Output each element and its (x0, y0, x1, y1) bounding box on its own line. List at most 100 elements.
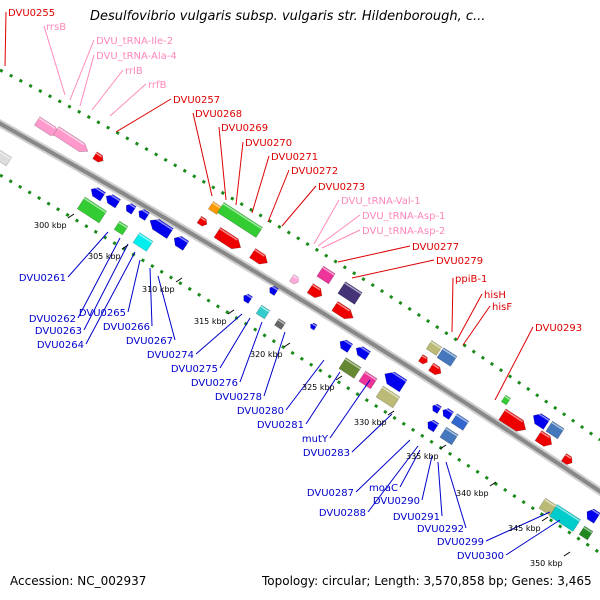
feature-block-rev[interactable] (241, 292, 253, 304)
leader-line (149, 267, 153, 327)
feature-block-rev[interactable] (425, 418, 440, 433)
forward-gene-label: DVU0277 (412, 242, 459, 253)
feature-block-rev[interactable] (439, 426, 459, 446)
feature-highlight (589, 507, 600, 516)
feature-block-rev[interactable] (136, 208, 151, 221)
scale-tick (563, 551, 571, 557)
feature-block-rev[interactable] (76, 196, 108, 224)
feature-highlight (381, 386, 400, 399)
feature-block-rev[interactable] (255, 304, 271, 320)
feature-block-fwd[interactable] (530, 411, 551, 430)
feature-block-fwd[interactable] (534, 430, 555, 450)
scale-tick (175, 277, 183, 283)
feature-shape (358, 370, 378, 390)
feature-block-rev[interactable] (549, 504, 581, 532)
feature-block-rev[interactable] (274, 318, 286, 330)
feature-shape (52, 126, 89, 153)
feature-block-rev[interactable] (147, 215, 174, 239)
feature-block-fwd[interactable] (92, 151, 106, 164)
feature-block-rev[interactable] (113, 220, 129, 236)
rna-gene-label: DVU_tRNA-Val-1 (341, 196, 421, 207)
reverse-gene-label: DVU0262 (29, 314, 76, 325)
feature-shape (249, 248, 268, 265)
feature-block-fwd[interactable] (196, 215, 209, 228)
reverse-gene-label: DVU0300 (457, 551, 504, 562)
reverse-gene-label: DVU0299 (437, 537, 484, 548)
feature-shape (0, 149, 13, 167)
feature-highlight (540, 431, 550, 439)
feature-shape (450, 413, 470, 431)
feature-highlight (118, 221, 128, 229)
feature-block-fwd[interactable] (436, 347, 458, 367)
scale-tick (67, 213, 75, 219)
feature-block-fwd[interactable] (306, 283, 325, 301)
feature-block-rev[interactable] (124, 202, 137, 215)
feature-block-rev[interactable] (171, 234, 190, 251)
feature-block-rna[interactable] (52, 126, 90, 155)
feature-block-fwd[interactable] (337, 281, 363, 305)
leader-line (351, 413, 393, 453)
rna-gene-label: DVU_tRNA-Asp-2 (362, 226, 445, 237)
feature-block-rna[interactable] (289, 274, 300, 285)
feature-block-rev[interactable] (353, 344, 372, 361)
forward-gene-label: DVU0279 (436, 256, 483, 267)
feature-block-rev[interactable] (358, 370, 378, 390)
reverse-gene-label: DVU0263 (35, 326, 82, 337)
feature-shape (338, 357, 362, 379)
scale-tick (227, 309, 235, 315)
rna-gene-label: rrlB (125, 66, 143, 77)
feature-block-rev[interactable] (338, 357, 362, 379)
leader-line (281, 185, 317, 227)
feature-block-rev[interactable] (337, 338, 354, 353)
feature-block-rev[interactable] (309, 322, 318, 331)
feature-block-fwd[interactable] (560, 453, 574, 467)
feature-block-fwd[interactable] (428, 362, 444, 377)
feature-block-rna[interactable] (0, 149, 13, 167)
feature-block-rev[interactable] (132, 232, 154, 252)
feature-highlight (200, 216, 206, 222)
feature-block-fwd[interactable] (213, 226, 244, 252)
feature-block-fwd[interactable] (545, 420, 565, 440)
feature-block-rev[interactable] (267, 284, 279, 296)
feature-block-rev[interactable] (578, 525, 594, 541)
feature-highlight (212, 202, 222, 209)
reverse-gene-label: DVU0287 (307, 488, 354, 499)
feature-shape (92, 151, 104, 163)
leader-line (239, 321, 263, 383)
leader-line (505, 519, 561, 556)
feature-highlight (535, 411, 550, 422)
scale-label: 305 kbp (88, 252, 121, 261)
feature-highlight (444, 407, 454, 414)
feature-shape (105, 194, 122, 209)
feature-shape (425, 340, 443, 356)
feature-block-rev[interactable] (375, 385, 401, 409)
feature-block-rev[interactable] (450, 413, 470, 431)
feature-block-fwd[interactable] (498, 408, 530, 435)
feature-block-fwd[interactable] (425, 340, 443, 356)
scale-tick (489, 481, 497, 487)
feature-block-fwd[interactable] (331, 300, 356, 322)
feature-block-rev[interactable] (430, 402, 442, 414)
feature-block-rev[interactable] (584, 507, 600, 524)
scale-label: 330 kbp (354, 418, 387, 427)
feature-block-rev[interactable] (103, 192, 122, 209)
feature-highlight (432, 363, 440, 370)
feature-block-rev[interactable] (381, 368, 408, 393)
feature-shape (578, 525, 594, 541)
dotted-track-outer (0, 68, 600, 442)
feature-block-fwd[interactable] (500, 394, 512, 406)
leader-line (437, 461, 443, 517)
feature-block-fwd[interactable] (217, 202, 263, 238)
feature-shape (113, 220, 129, 236)
feature-block-rev[interactable] (440, 407, 455, 420)
feature-shape (132, 232, 154, 252)
forward-gene-label: DVU0273 (318, 182, 365, 193)
feature-block-fwd[interactable] (249, 248, 270, 267)
feature-block-fwd[interactable] (418, 354, 429, 365)
leader-line (305, 371, 341, 425)
feature-block-fwd[interactable] (316, 265, 336, 285)
feature-block-rev[interactable] (88, 185, 107, 202)
leader-line (267, 169, 290, 223)
feature-highlight (151, 216, 173, 231)
feature-highlight (277, 319, 286, 325)
